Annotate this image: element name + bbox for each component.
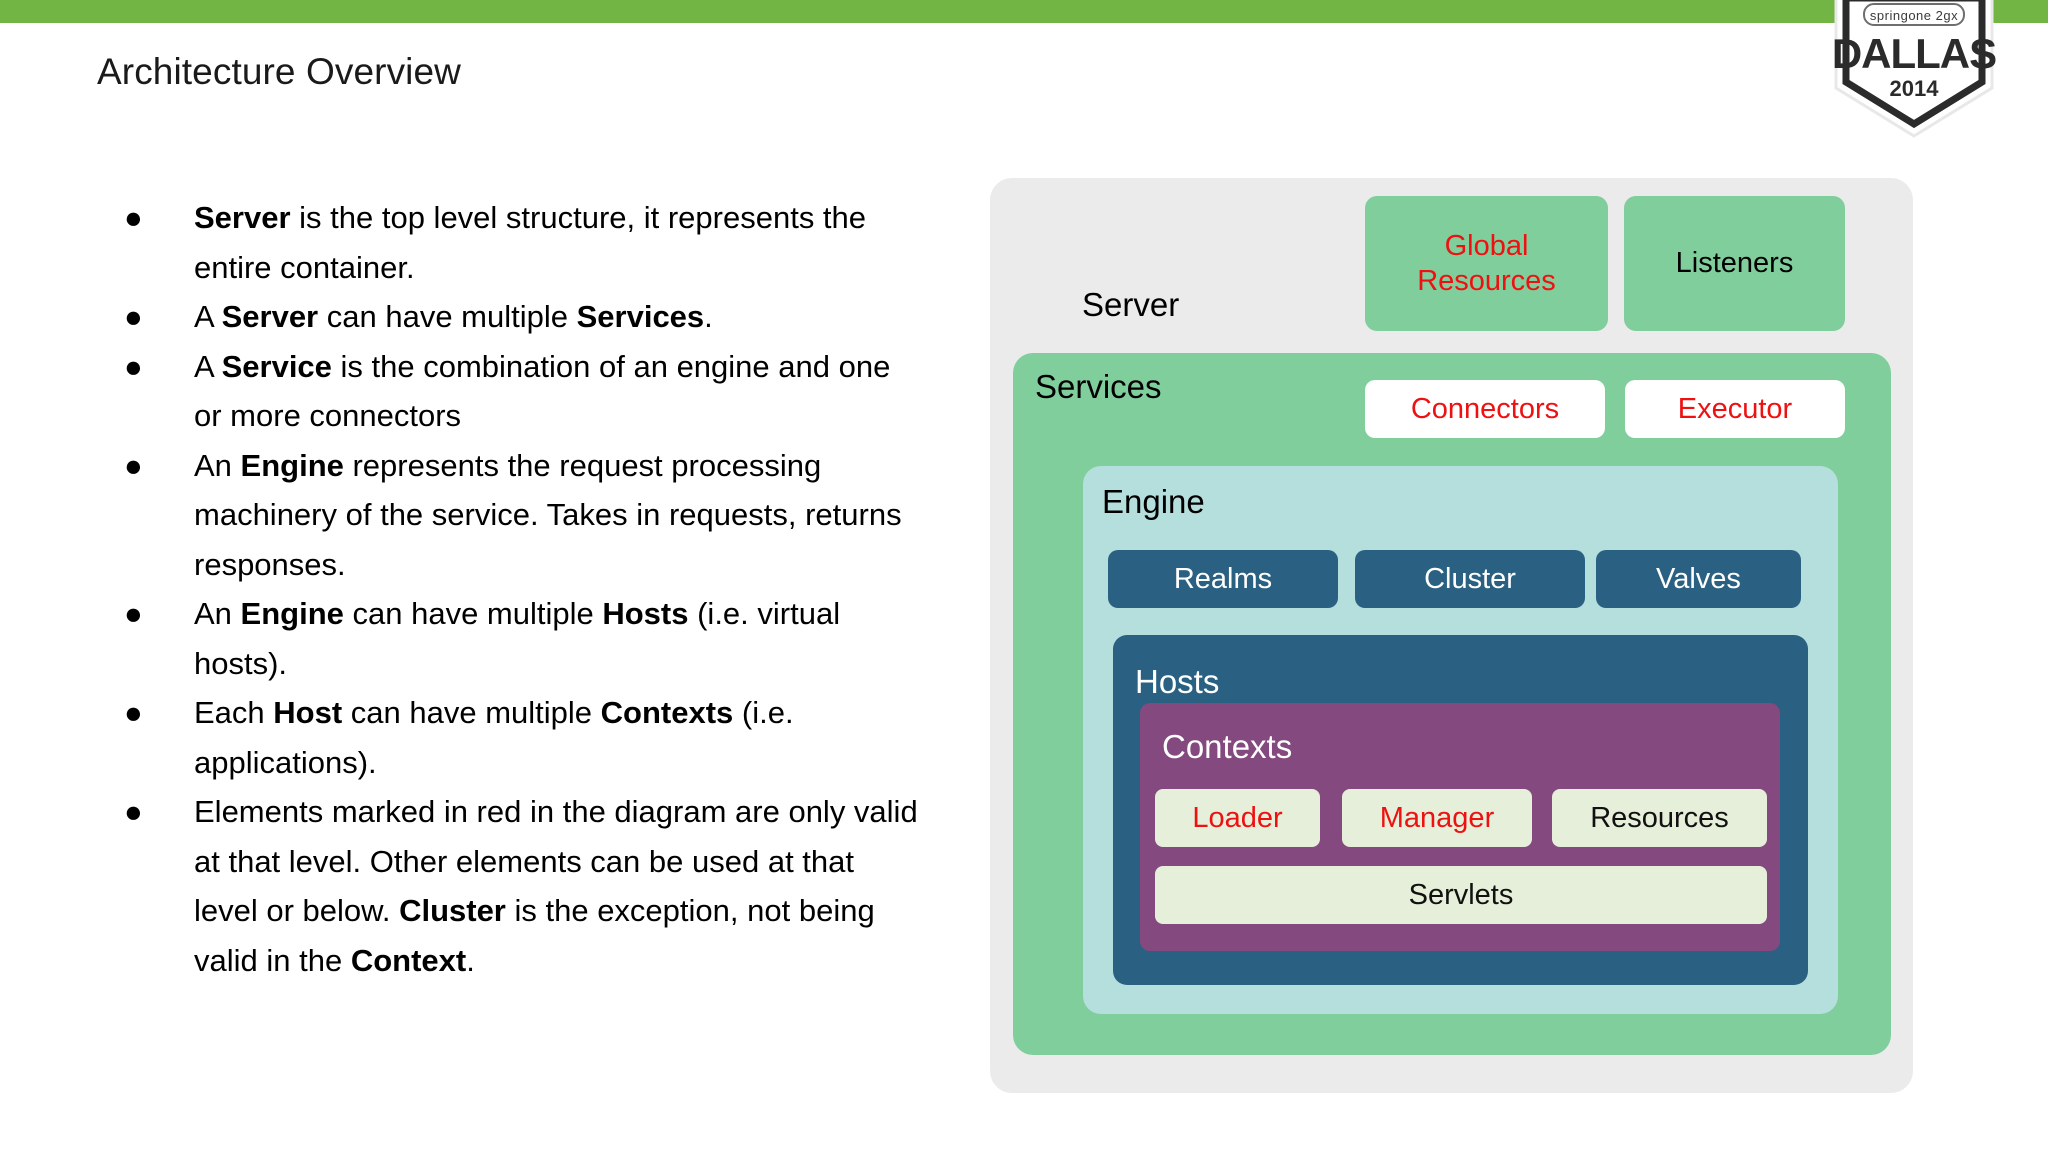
bullet-term: Hosts xyxy=(602,596,689,631)
diagram-layer-services: Services Connectors Executor Engine Real… xyxy=(1013,353,1891,1055)
bullet-run: can have multiple xyxy=(342,695,601,730)
chip-connectors[interactable]: Connectors xyxy=(1365,380,1605,438)
chip-executor[interactable]: Executor xyxy=(1625,380,1845,438)
bullet-text: An Engine represents the request process… xyxy=(194,448,902,582)
bullet-run: represents the request processing machin… xyxy=(194,447,902,582)
bullet-run: is the exception, not being valid in the xyxy=(194,893,875,978)
bullet-run: Each xyxy=(194,695,274,730)
diagram-layer-contexts: Contexts Loader Manager Resources Servle… xyxy=(1140,703,1780,951)
bullet-item: ● A Service is the combination of an engi… xyxy=(104,342,924,441)
bullet-term: Host xyxy=(273,695,343,730)
bullet-marker-icon: ● xyxy=(124,596,143,631)
chip-listeners-label: Listeners xyxy=(1675,247,1794,279)
bullet-marker-icon: ● xyxy=(124,794,143,829)
bullet-item: ● Each Host can have multiple Contexts (i… xyxy=(104,688,924,787)
chip-manager[interactable]: Manager xyxy=(1342,789,1532,847)
bullet-text: Each Host can have multiple Contexts (i.… xyxy=(194,695,794,780)
bullet-item: ● Elements marked in red in the diagram a… xyxy=(104,787,924,985)
chip-global-resources-line1: Global xyxy=(1444,229,1529,262)
chip-manager-label: Manager xyxy=(1379,801,1495,834)
diagram-label-engine: Engine xyxy=(1102,483,1205,520)
bullet-item: ● A Server can have multiple Services. xyxy=(104,292,924,342)
bullet-run: can have multiple xyxy=(318,299,577,334)
bullet-marker-icon: ● xyxy=(124,447,143,483)
chip-cluster-label: Cluster xyxy=(1424,562,1516,595)
springone-dallas-2014-logo: springone 2gx DALLAS 2014 xyxy=(1828,0,2000,141)
bullet-term: Cluster xyxy=(399,893,506,928)
bullet-term: Contexts xyxy=(600,695,734,730)
bullet-run: is the combination of an engine and one … xyxy=(194,348,891,434)
chip-loader-label: Loader xyxy=(1192,801,1283,834)
bullet-item: ● An Engine represents the request proces… xyxy=(104,441,924,590)
chip-servlets[interactable]: Servlets xyxy=(1155,866,1767,924)
bullet-run: can have multiple xyxy=(343,596,603,631)
bullet-item: ● An Engine can have multiple Hosts (i.e.… xyxy=(104,589,924,688)
svg-text:DALLAS: DALLAS xyxy=(1832,30,1996,77)
chip-valves[interactable]: Valves xyxy=(1596,550,1801,608)
chip-resources[interactable]: Resources xyxy=(1552,789,1767,847)
chip-realms[interactable]: Realms xyxy=(1108,550,1338,608)
bullet-item: ● Server is the top level structure, it r… xyxy=(104,193,924,292)
bullet-text: Elements marked in red in the diagram ar… xyxy=(194,794,918,978)
chip-resources-label: Resources xyxy=(1590,801,1729,834)
chip-connectors-label: Connectors xyxy=(1410,392,1560,425)
page-title: Architecture Overview xyxy=(97,51,461,92)
bullet-term: Engine xyxy=(240,447,344,483)
bullet-run: is the top level structure, it represent… xyxy=(194,200,867,285)
bullet-text: A Service is the combination of an engin… xyxy=(194,349,890,434)
chip-loader[interactable]: Loader xyxy=(1155,789,1320,847)
chip-servlets-label: Servlets xyxy=(1408,878,1514,911)
chip-cluster[interactable]: Cluster xyxy=(1355,550,1585,608)
bullet-marker-icon: ● xyxy=(124,200,143,235)
architecture-diagram: Server Global Resources Listeners Servic… xyxy=(990,178,1913,1093)
bullet-term: Context xyxy=(350,942,467,978)
diagram-label-server: Server xyxy=(1082,286,1180,323)
chip-listeners[interactable]: Listeners xyxy=(1624,196,1845,331)
bullet-run: . xyxy=(704,299,713,334)
bullet-run: . xyxy=(466,942,475,978)
bullet-term: Services xyxy=(576,299,705,334)
chip-global-resources-line2: Resources xyxy=(1417,264,1556,297)
svg-text:springone 2gx: springone 2gx xyxy=(1870,8,1958,23)
bullet-term: Service xyxy=(221,348,332,384)
bullet-marker-icon: ● xyxy=(124,695,143,730)
bullet-marker-icon: ● xyxy=(124,299,143,334)
top-accent-bar xyxy=(0,0,2048,23)
bullet-marker-icon: ● xyxy=(124,348,143,384)
bullet-list: ● Server is the top level structure, it r… xyxy=(104,193,924,985)
chip-realms-label: Realms xyxy=(1173,562,1273,595)
chip-global-resources[interactable]: Global Resources xyxy=(1365,196,1608,331)
chip-executor-label: Executor xyxy=(1677,392,1793,425)
bullet-term: Server xyxy=(221,299,319,334)
bullet-run: An xyxy=(194,447,241,483)
diagram-label-contexts: Contexts xyxy=(1162,728,1293,765)
diagram-label-hosts: Hosts xyxy=(1135,663,1220,700)
bullet-run: A xyxy=(194,299,222,334)
diagram-layer-engine: Engine Realms Cluster Valves Hosts Conte… xyxy=(1083,466,1838,1014)
diagram-label-services: Services xyxy=(1035,368,1162,405)
bullet-run: (i.e. virtual hosts). xyxy=(194,596,841,681)
diagram-layer-hosts: Hosts Contexts Loader Manager Resources xyxy=(1113,635,1808,985)
bullet-run: (i.e. applications). xyxy=(194,695,794,780)
bullet-text: An Engine can have multiple Hosts (i.e. … xyxy=(194,596,840,681)
bullet-text: Server is the top level structure, it re… xyxy=(194,200,866,285)
bullet-run: A xyxy=(194,348,222,384)
chip-valves-label: Valves xyxy=(1656,562,1741,595)
bullet-run: Elements marked in red in the diagram ar… xyxy=(194,794,918,928)
bullet-term: Engine xyxy=(240,596,344,631)
bullet-text: A Server can have multiple Services. xyxy=(194,299,713,334)
bullet-run: An xyxy=(194,596,241,631)
svg-text:2014: 2014 xyxy=(1890,76,1940,101)
bullet-term: Server xyxy=(194,200,291,235)
